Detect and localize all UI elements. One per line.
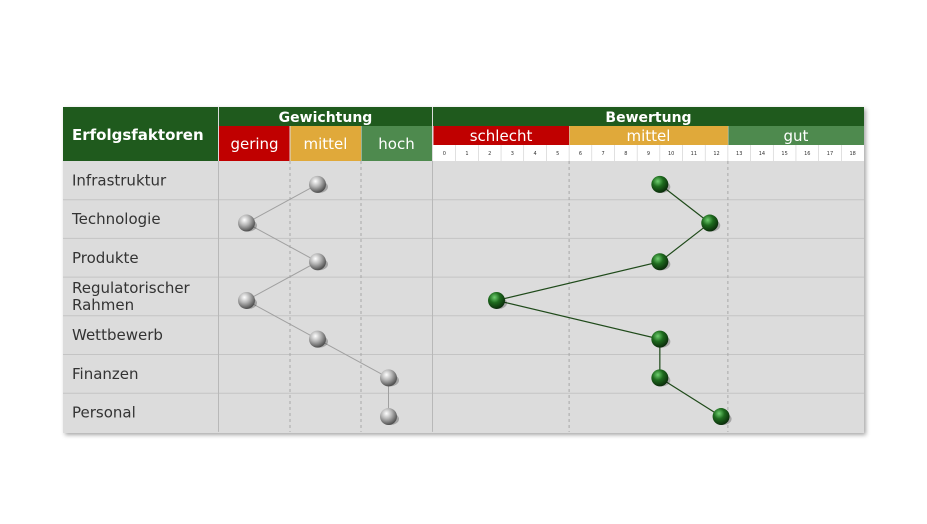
row-label: Finanzen	[72, 365, 139, 383]
tick-row-background	[433, 145, 864, 161]
rating-header-cell	[433, 107, 864, 126]
rating-point	[651, 369, 669, 387]
row-label: Rahmen	[72, 296, 134, 314]
row-header-label: Erfolgsfaktoren	[72, 126, 204, 144]
tick-label: 0	[443, 151, 446, 157]
tick-label: 2	[488, 151, 491, 157]
row-header-cell	[63, 107, 218, 161]
weighting-level-label: gering	[230, 135, 278, 153]
tick-label: 4	[533, 151, 536, 157]
rating-band-label: gut	[783, 127, 808, 145]
rating-point	[651, 330, 669, 348]
row-label: Regulatorischer	[72, 279, 191, 297]
rating-band-label: schlecht	[470, 127, 533, 145]
rating-title: Bewertung	[605, 110, 691, 126]
weighting-level-label: hoch	[378, 135, 414, 153]
rating-band-label: mittel	[627, 127, 671, 145]
tick-label: 1	[465, 151, 468, 157]
tick-label: 15	[781, 151, 787, 157]
rating-point	[701, 214, 719, 232]
tick-label: 5	[556, 151, 559, 157]
weighting-point	[380, 369, 397, 387]
tick-label: 10	[668, 151, 674, 157]
tick-label: 9	[647, 151, 650, 157]
row-label: Infrastruktur	[72, 171, 167, 189]
tick-label: 6	[579, 151, 582, 157]
tick-label: 8	[624, 151, 627, 157]
weighting-level-label: mittel	[304, 135, 348, 153]
grid	[63, 161, 864, 432]
row-label: Technologie	[71, 210, 161, 228]
rating-point	[712, 408, 730, 426]
tick-label: 16	[804, 151, 810, 157]
table-background	[63, 107, 864, 433]
tick-label: 3	[511, 151, 514, 157]
rating-point	[651, 253, 669, 271]
weighting-point	[309, 330, 326, 348]
tick-label: 11	[691, 151, 697, 157]
weighting-point	[380, 408, 397, 426]
rating-markers	[488, 175, 732, 426]
tick-label: 12	[713, 151, 719, 157]
row-label: Wettbewerb	[72, 326, 163, 344]
weighting-levels: gering mittel hoch	[219, 126, 432, 161]
row-labels: InfrastrukturTechnologieProdukteRegulato…	[71, 171, 191, 421]
weighting-point	[309, 253, 326, 271]
tick-label: 17	[827, 151, 833, 157]
weighting-markers	[238, 175, 399, 426]
weighting-level-mittel	[290, 126, 361, 161]
weighting-point	[238, 214, 255, 232]
rating-bands: schlecht mittel gut	[433, 126, 864, 145]
weighting-point	[238, 291, 255, 309]
tick-label: 14	[759, 151, 765, 157]
row-label: Produkte	[72, 249, 139, 267]
tick-label: 13	[736, 151, 742, 157]
weighting-level-gering	[219, 126, 290, 161]
tick-label: 18	[849, 151, 855, 157]
tick-label: 7	[602, 151, 605, 157]
weighting-header-cell	[219, 107, 432, 126]
rating-point	[651, 175, 669, 193]
rating-band-mittel	[569, 126, 728, 145]
rating-band-schlecht	[433, 126, 570, 145]
weighting-point	[309, 175, 326, 193]
row-label: Personal	[72, 404, 136, 422]
weighting-title: Gewichtung	[279, 110, 373, 126]
weighting-level-hoch	[361, 126, 432, 161]
rating-point	[488, 291, 506, 309]
rating-band-gut	[728, 126, 864, 145]
